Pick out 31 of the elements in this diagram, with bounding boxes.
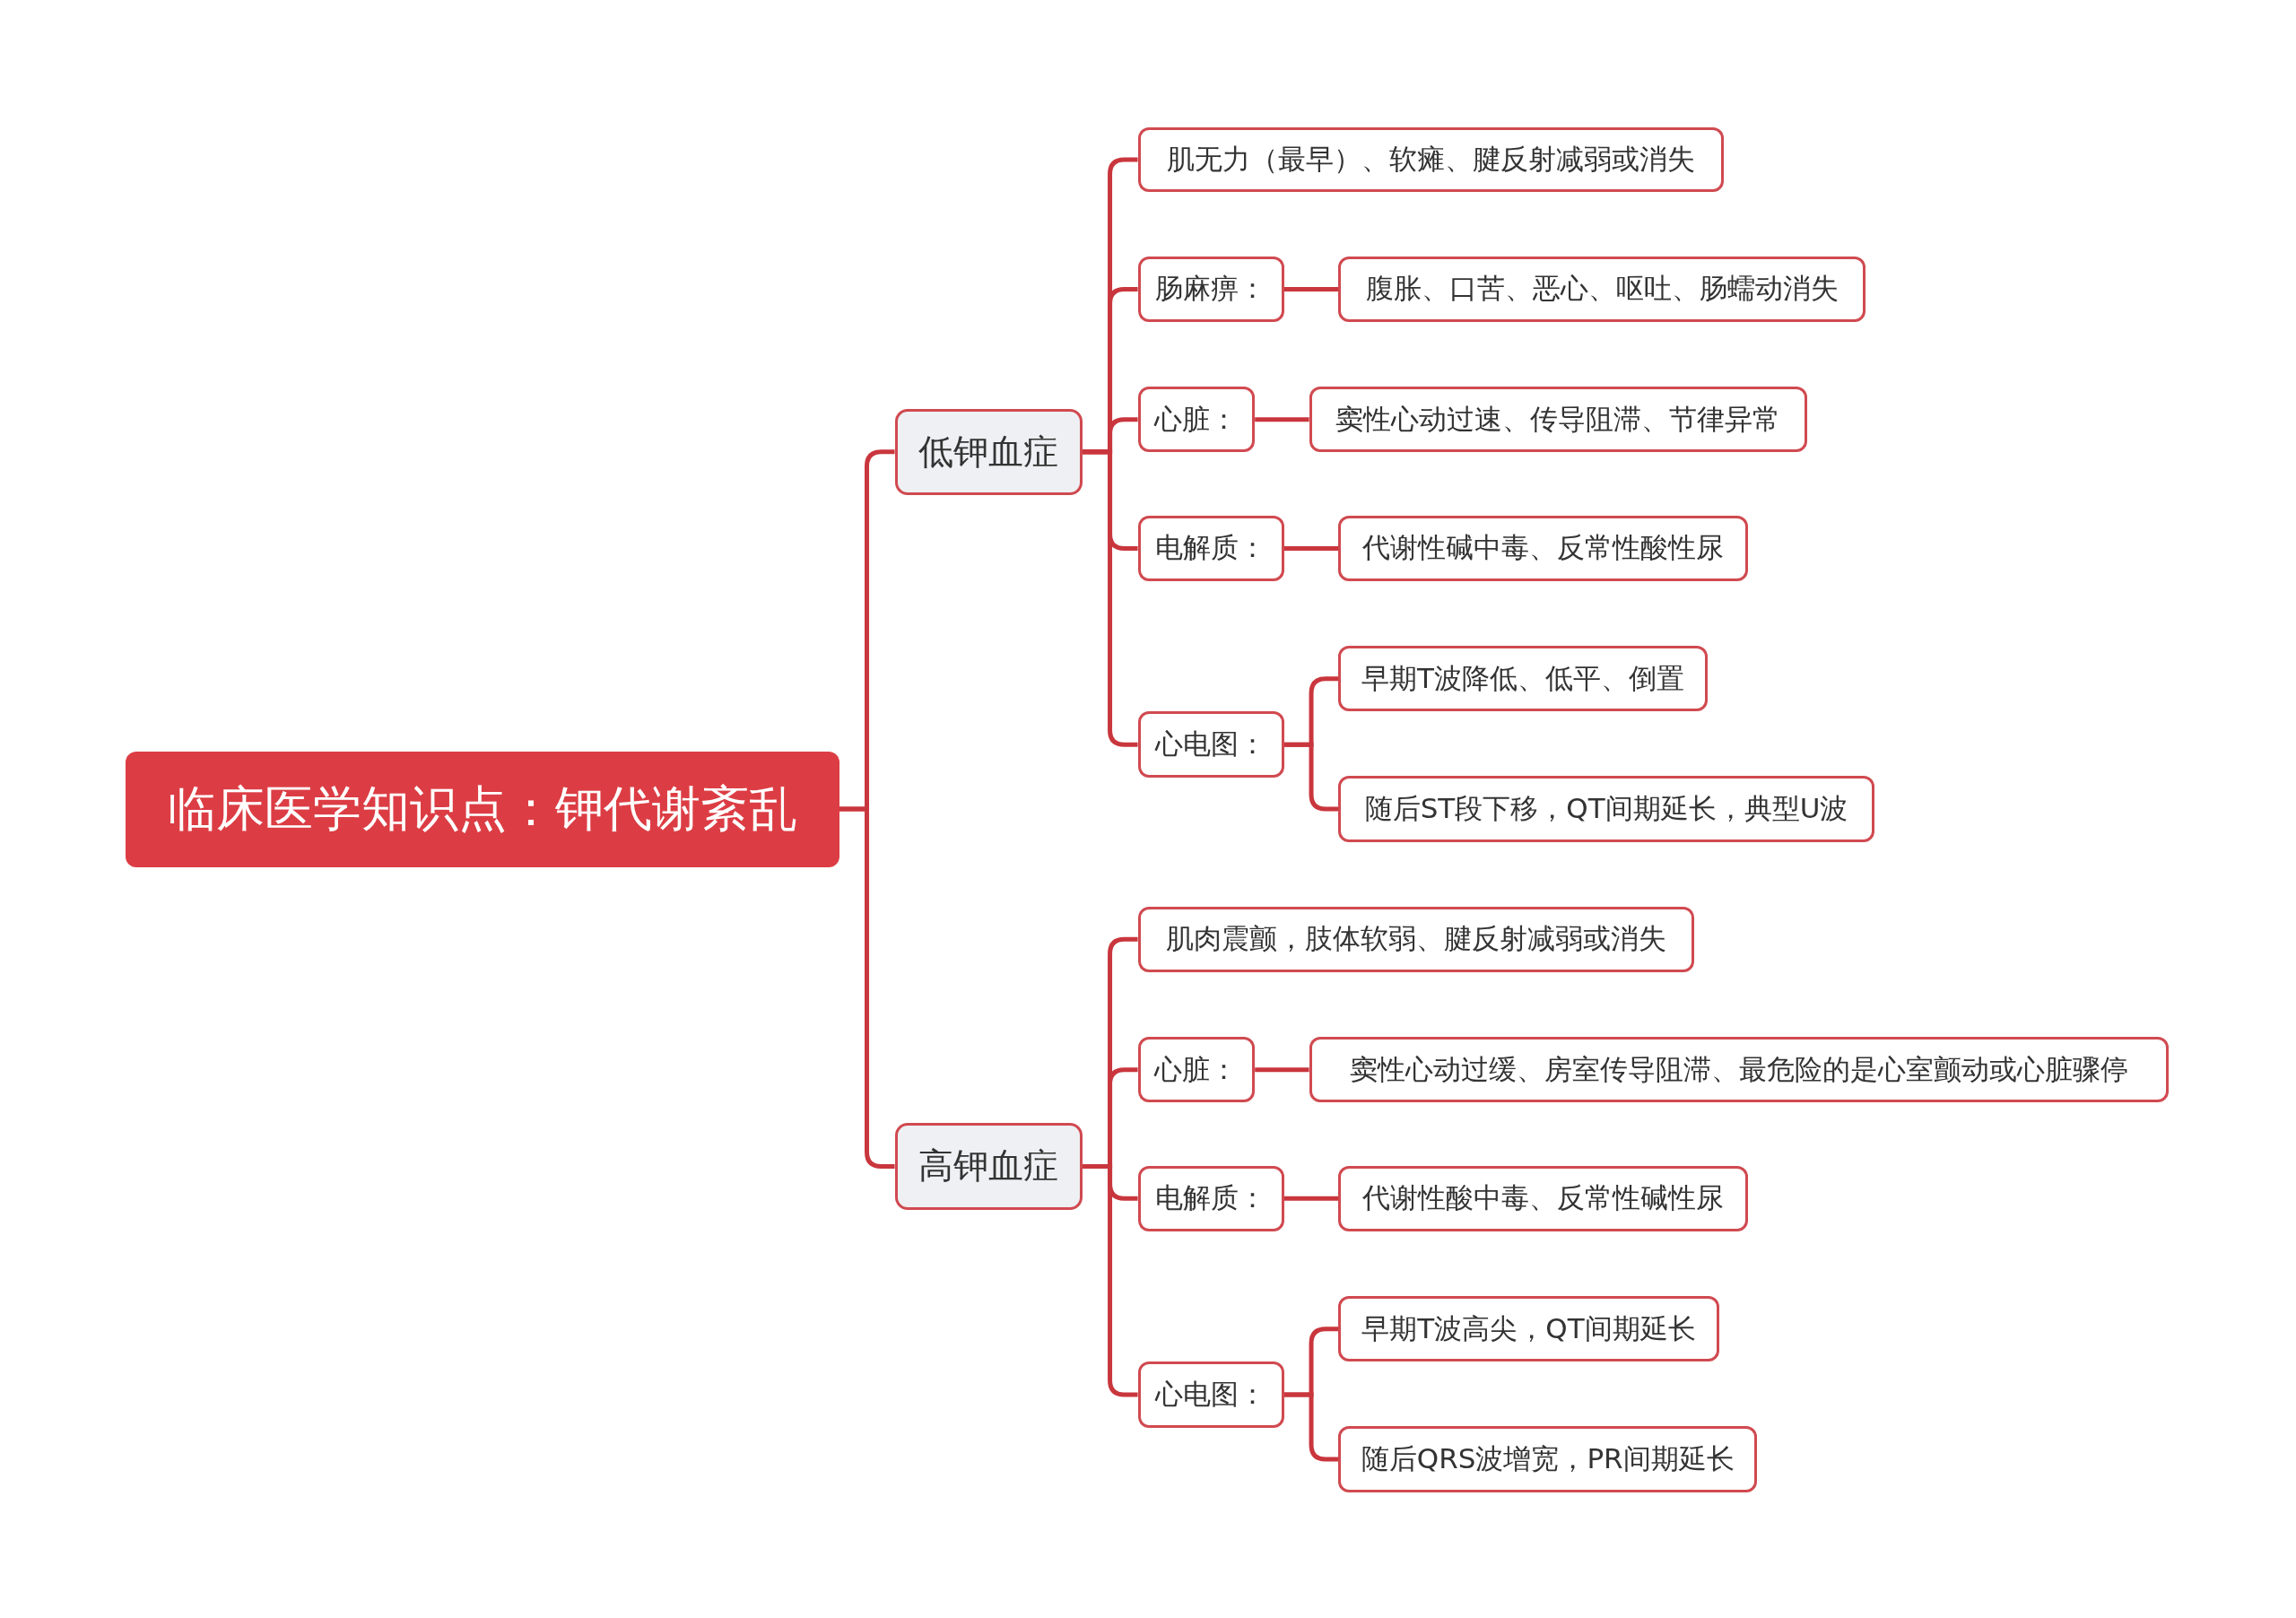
topic-box: 低钾血症 — [894, 408, 1083, 495]
connector-line — [1283, 1196, 1339, 1201]
subtopic-box: 肌肉震颤，肢体软弱、腱反射减弱或消失 — [1137, 906, 1694, 973]
topic-box: 高钾血症 — [894, 1123, 1083, 1210]
subtopic-box: 随后QRS波增宽，PR间期延长 — [1338, 1426, 1758, 1492]
connector-line — [1255, 1067, 1309, 1073]
connector-line — [1082, 449, 1138, 747]
subtopic-box: 早期T波降低、低平、倒置 — [1338, 646, 1708, 712]
subtopic-box: 代谢性酸中毒、反常性碱性尿 — [1338, 1165, 1749, 1232]
connector-line — [1082, 1163, 1138, 1397]
subtopic-box: 电解质： — [1137, 1165, 1284, 1232]
subtopic-box: 腹胀、口苦、恶心、呕吐、肠蠕动消失 — [1338, 256, 1866, 323]
subtopic-box: 电解质： — [1137, 515, 1284, 582]
connector-line — [839, 806, 895, 1169]
subtopic-box: 随后ST段下移，QT间期延长，典型U波 — [1338, 776, 1874, 842]
subtopic-box: 肌无力（最早）、软瘫、腱反射减弱或消失 — [1137, 127, 1724, 192]
subtopic-box: 早期T波高尖，QT间期延长 — [1338, 1295, 1719, 1362]
root-topic-box: 临床医学知识点：钾代谢紊乱 — [126, 751, 839, 867]
connector-line — [1283, 286, 1339, 291]
subtopic-box: 肠麻痹： — [1137, 256, 1284, 323]
subtopic-box: 窦性心动过缓、房室传导阻滞、最危险的是心室颤动或心脏骤停 — [1309, 1036, 2169, 1103]
connector-line — [1255, 417, 1309, 422]
subtopic-box: 心电图： — [1137, 1361, 1284, 1428]
subtopic-box: 代谢性碱中毒、反常性酸性尿 — [1338, 515, 1749, 582]
subtopic-box: 心脏： — [1137, 387, 1256, 453]
subtopic-box: 窦性心动过速、传导阻滞、节律异常 — [1309, 387, 1807, 453]
connector-line — [1283, 1392, 1339, 1462]
subtopic-box: 心脏： — [1137, 1036, 1256, 1103]
subtopic-box: 心电图： — [1137, 711, 1284, 778]
connector-line — [1283, 742, 1339, 812]
connector-line — [1283, 545, 1339, 551]
